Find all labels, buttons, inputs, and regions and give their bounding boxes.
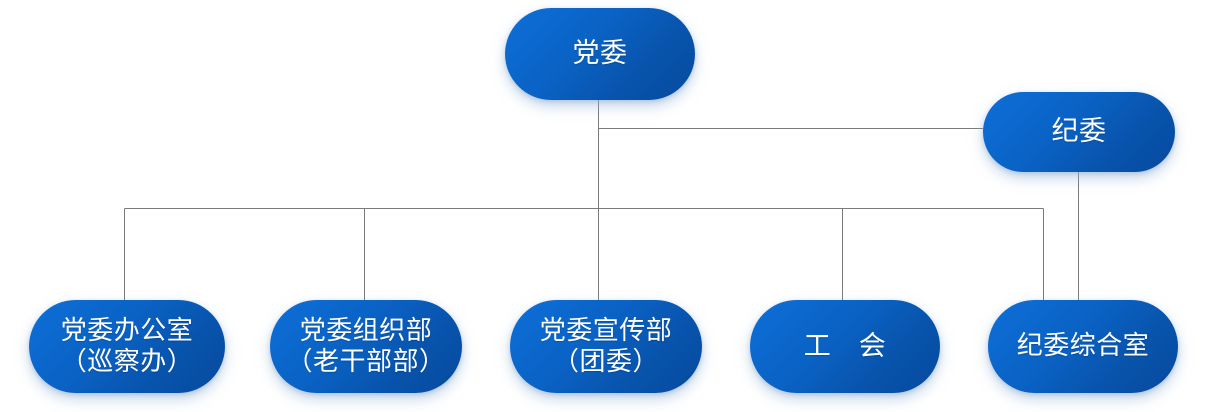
- node-gonghui-line-1: 工 会: [803, 330, 887, 361]
- node-zuzhibu-line-1: 党委组织部: [299, 316, 433, 346]
- node-xuanchuanbu-line-2: （团委）: [552, 346, 659, 376]
- node-dangwei[interactable]: 党委: [505, 8, 695, 100]
- node-xuanchuanbu-line-1: 党委宣传部: [539, 316, 673, 346]
- node-bangongshi-line-1: 党委办公室: [60, 316, 194, 346]
- node-dangwei-line-1: 党委: [572, 38, 628, 69]
- node-dangwei-zuzhibu[interactable]: 党委组织部 （老干部部）: [270, 300, 462, 393]
- node-zongheshi-line-1: 纪委综合室: [1016, 331, 1150, 361]
- node-jiwei-zongheshi[interactable]: 纪委综合室: [988, 300, 1178, 393]
- node-jiwei[interactable]: 纪委: [983, 92, 1175, 172]
- node-zuzhibu-line-2: （老干部部）: [286, 346, 446, 376]
- node-jiwei-line-1: 纪委: [1051, 116, 1107, 147]
- node-gonghui[interactable]: 工 会: [750, 300, 940, 393]
- node-bangongshi-line-2: （巡察办）: [60, 346, 194, 376]
- node-dangwei-bangongshi[interactable]: 党委办公室 （巡察办）: [29, 300, 225, 393]
- node-dangwei-xuanchuanbu[interactable]: 党委宣传部 （团委）: [510, 300, 702, 393]
